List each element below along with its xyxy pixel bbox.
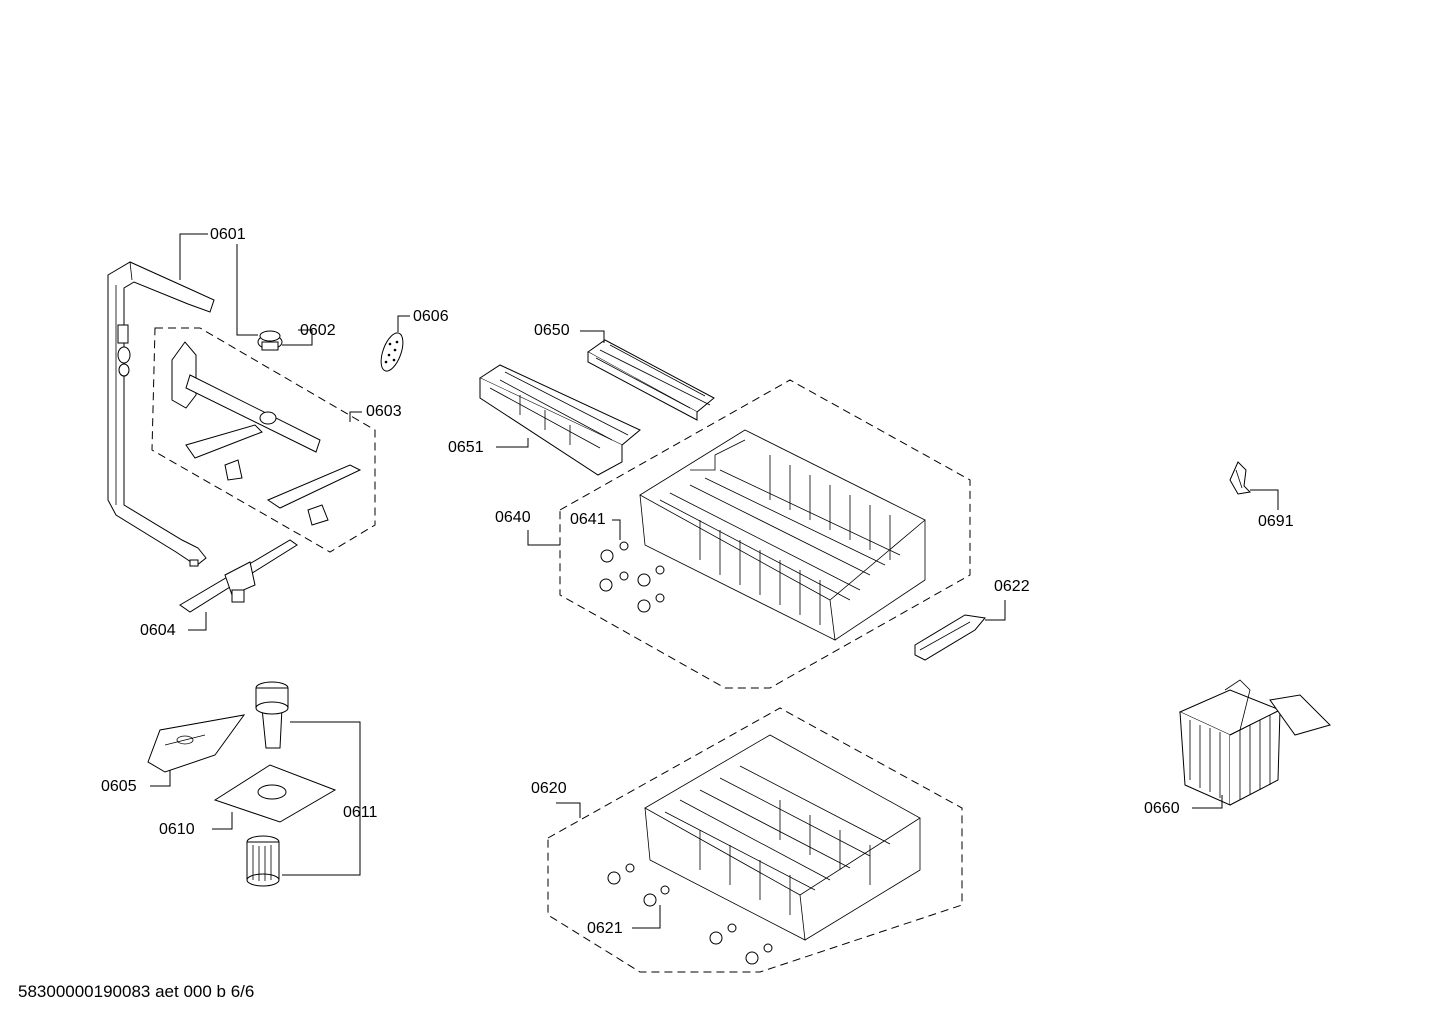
sump-cover-part: [147, 714, 246, 773]
callout-0611: 0611: [343, 804, 378, 821]
disc-part: [380, 332, 404, 372]
callout-0620: 0620: [531, 780, 567, 797]
leader-0604: [188, 612, 207, 631]
roller-set-0641: [599, 541, 665, 613]
leader-0605: [150, 770, 171, 787]
callout-0650: 0650: [534, 322, 570, 339]
group-0620-outline: [547, 707, 963, 973]
lower-basket-part: [644, 734, 921, 941]
callout-0621: 0621: [587, 920, 623, 937]
roller-set-0621: [607, 863, 773, 965]
callout-0602: 0602: [300, 322, 336, 339]
callout-0691: 0691: [1258, 513, 1294, 530]
clip-part: [1229, 461, 1252, 495]
supply-pipe-part: [107, 261, 215, 567]
lower-spray-arm-part: [179, 539, 298, 613]
leader-0611: [282, 721, 361, 876]
leader-0610: [212, 812, 233, 830]
flat-filter-part: [213, 764, 337, 823]
callout-0660: 0660: [1144, 800, 1180, 817]
leader-0606: [397, 315, 410, 332]
cutlery-tray-part: [478, 364, 641, 476]
cutlery-basket-part: [1178, 679, 1331, 806]
leader-0601b: [236, 244, 258, 336]
leader-0621: [632, 905, 661, 929]
callout-0605: 0605: [101, 778, 137, 795]
callout-0606: 0606: [413, 308, 449, 325]
callout-0604: 0604: [140, 622, 176, 639]
leader-0602: [282, 329, 313, 346]
callout-0601: 0601: [210, 226, 246, 243]
document-footer: 58300000190083 aet 000 b 6/6: [18, 982, 255, 1001]
upper-spray-arm-part: [171, 341, 362, 526]
group-0603-outline: [151, 327, 376, 553]
leader-0640: [527, 530, 560, 546]
callout-0640: 0640: [495, 509, 531, 526]
callout-0610: 0610: [159, 821, 195, 838]
callout-0641: 0641: [570, 511, 606, 528]
leader-0651: [496, 438, 529, 448]
upper-basket-part: [639, 429, 926, 641]
rack-handle-part: [914, 614, 986, 661]
callout-0622: 0622: [994, 578, 1030, 595]
cutlery-insert-part: [587, 339, 715, 421]
leader-0650: [580, 330, 605, 343]
leader-0603: [349, 411, 362, 422]
callout-0603: 0603: [366, 403, 402, 420]
micro-filter-part: [246, 835, 280, 887]
leader-0622: [985, 600, 1006, 621]
leader-0660: [1192, 795, 1223, 809]
connector-part: [257, 330, 283, 351]
callout-0651: 0651: [448, 439, 484, 456]
leader-0620: [556, 802, 581, 818]
group-0640-outline: [559, 379, 971, 689]
leader-0641: [612, 519, 621, 540]
leader-0601: [179, 233, 208, 280]
coarse-filter-part: [255, 681, 289, 749]
leader-0691: [1250, 489, 1279, 510]
